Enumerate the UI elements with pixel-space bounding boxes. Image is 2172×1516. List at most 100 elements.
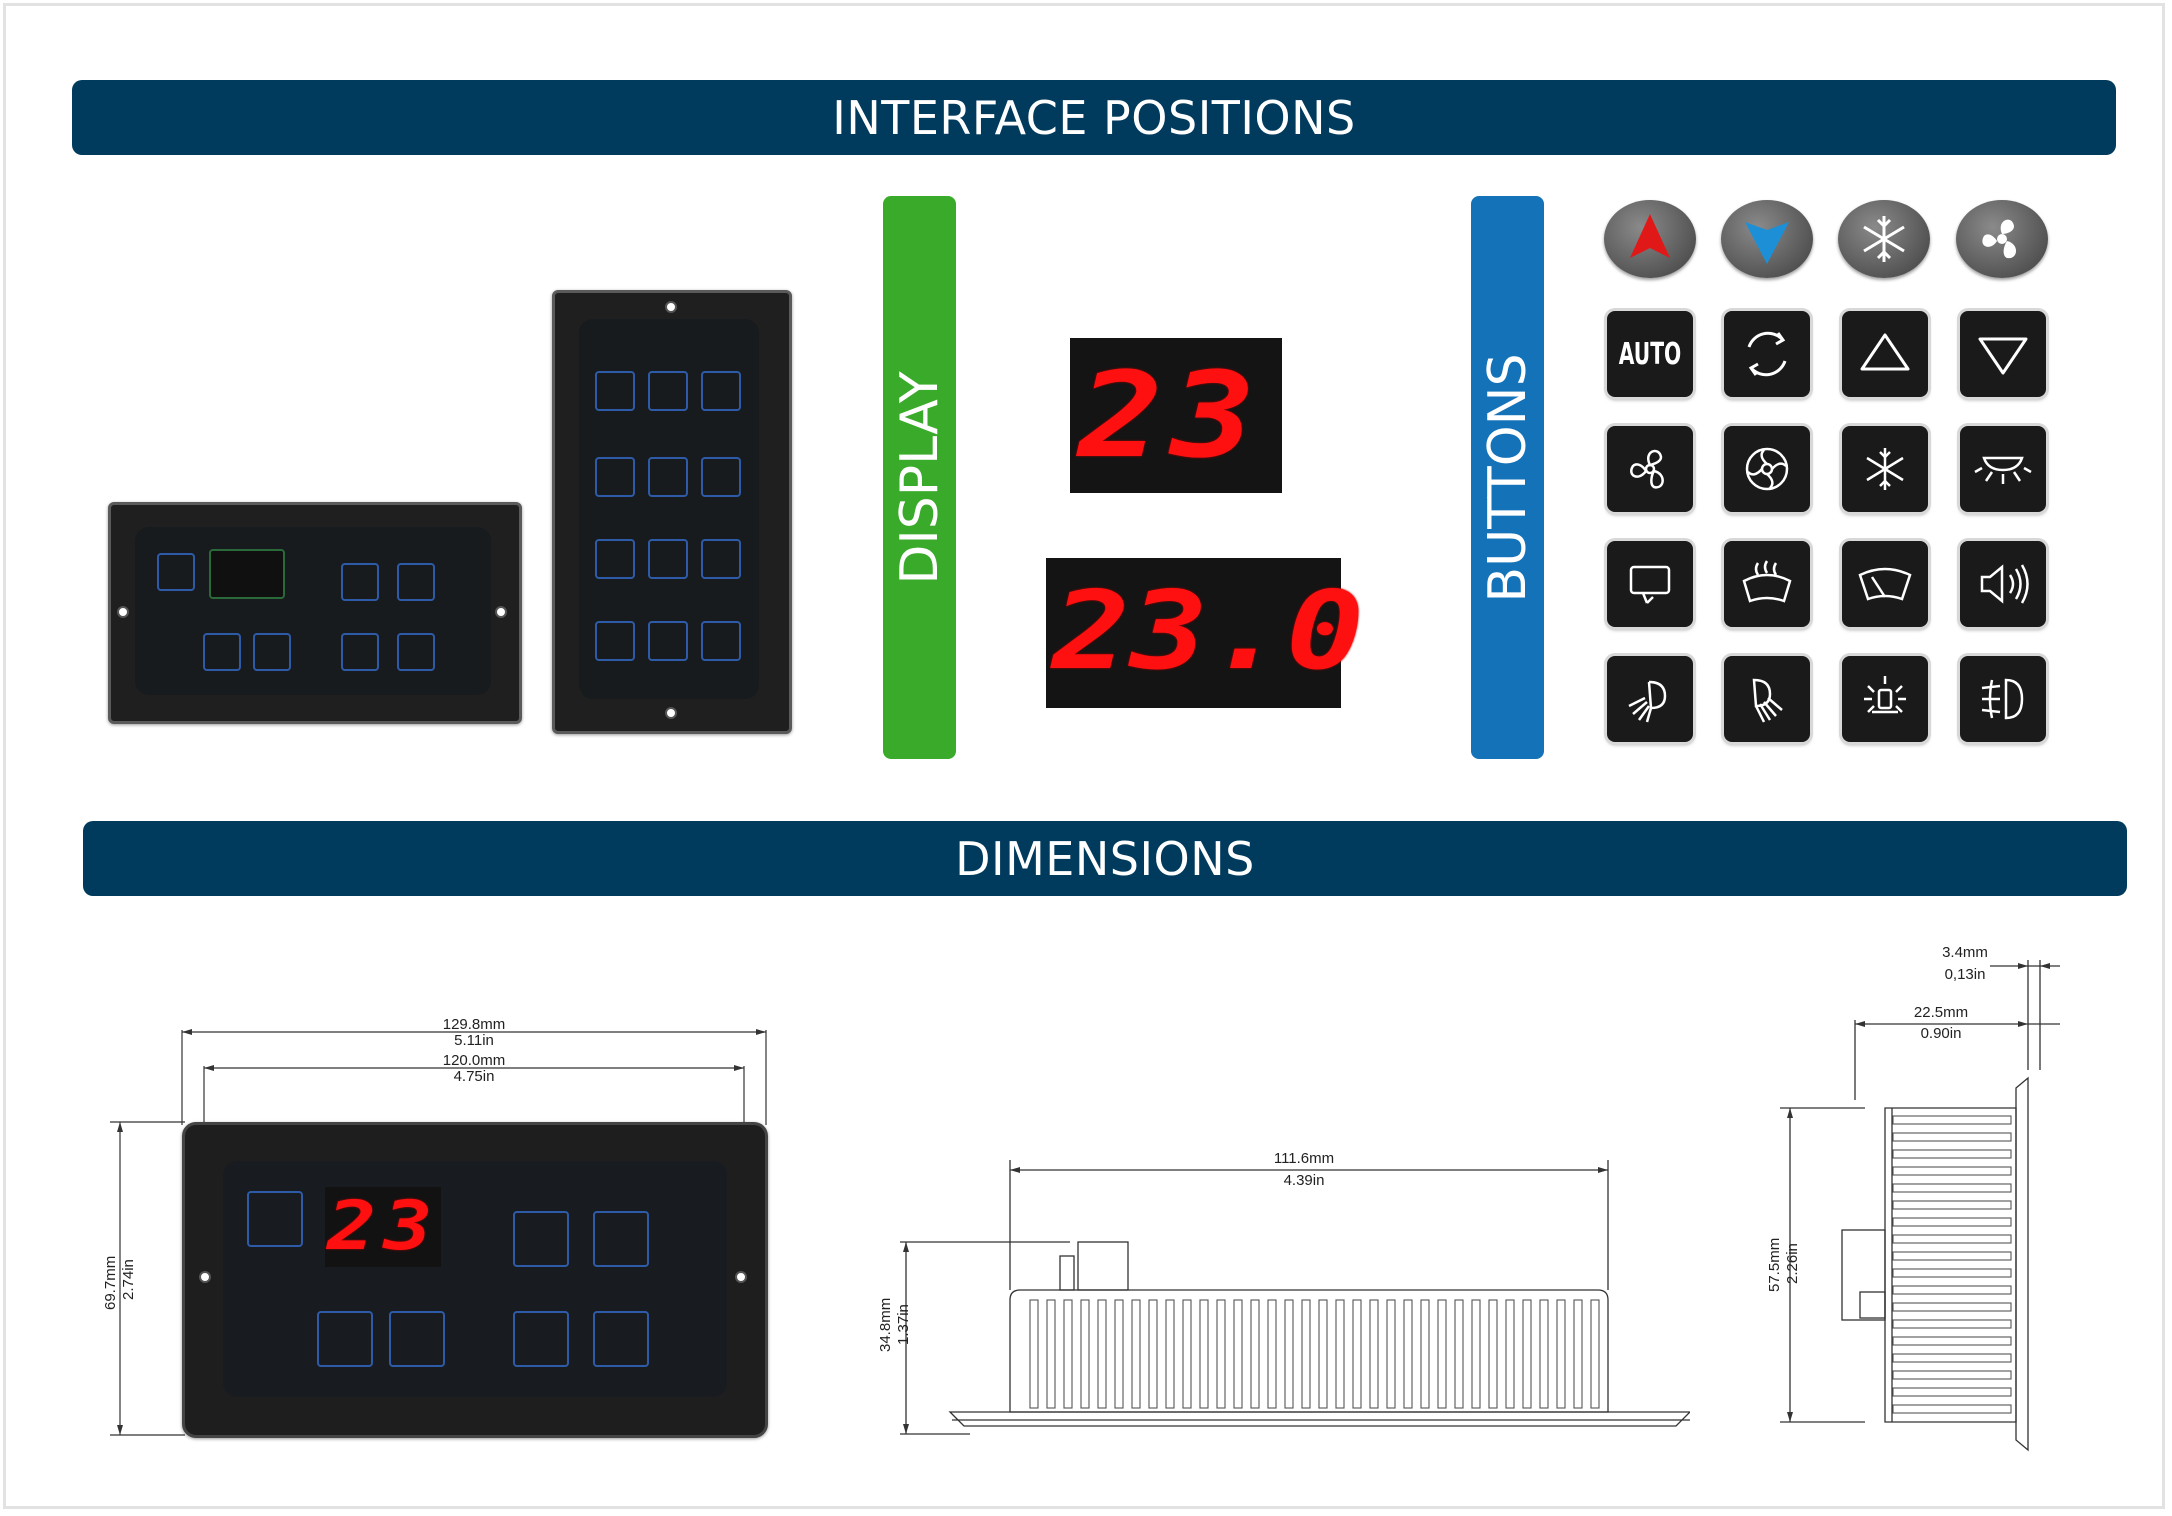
vertical-panel [552,290,792,734]
front-height-in: 2.74in [120,1259,137,1300]
panel-key [253,633,291,671]
housing-rib [1522,1299,1532,1409]
housing-rib [1318,1299,1328,1409]
housing-rib [1892,1404,2012,1414]
housing-rib [1216,1299,1226,1409]
mount-hole-top [665,301,677,313]
depth-mm: 22.5mm [1913,1004,1969,1021]
fan-speed-icon [1607,426,1693,512]
housing-rib [1892,1234,2012,1244]
dimensions-title: DIMENSIONS [955,831,1255,886]
front-width-outer-mm: 129.8mm [442,1016,506,1033]
panel-key [595,621,635,661]
panel-key [513,1311,569,1367]
front-width-inner-mm: 120.0mm [442,1052,506,1069]
panel-key [648,371,688,411]
front-defrost-icon [1724,541,1810,627]
panel-key [593,1311,649,1367]
interface-positions-banner: INTERFACE POSITIONS [72,80,2116,155]
housing-rib [1892,1336,2012,1346]
housing-rib [1046,1299,1056,1409]
panel-key [701,371,741,411]
side-height-mm: 34.8mm [877,1297,894,1352]
housing-rib [1284,1299,1294,1409]
housing-rib [1892,1183,2012,1193]
front-view-dimension-lines [110,1029,767,1436]
display-section-bar: DISPLAY [883,196,956,759]
housing-rib [1892,1319,2012,1329]
triangle-up-icon [1842,311,1928,397]
housing-rib [1386,1299,1396,1409]
ac-icon [1842,426,1928,512]
panel-key [595,539,635,579]
fan-icon [1956,200,2048,278]
housing-rib [1267,1299,1277,1409]
buttons-section-bar: BUTTONS [1471,196,1544,759]
three-digit-readout: 23.0 [1052,569,1365,694]
panel-key [341,563,379,601]
housing-rib [1892,1251,2012,1261]
mount-hole-bottom [665,707,677,719]
housing-rib [1892,1166,2012,1176]
display-section-label: DISPLAY [889,370,950,585]
housing-rib [1454,1299,1464,1409]
front-view-panel: 23 [182,1122,768,1438]
housing-rib [1080,1299,1090,1409]
housing-rib [1114,1299,1124,1409]
panel-key [593,1211,649,1267]
housing-rib [1182,1299,1192,1409]
housing-rib [1892,1268,2012,1278]
panel-key [317,1311,373,1367]
side-length-mm: 111.6mm [1273,1150,1335,1167]
housing-rib [1892,1149,2012,1159]
side-length-in: 4.39in [1283,1172,1325,1189]
panel-key [648,457,688,497]
panel-key [397,563,435,601]
depth-in: 0.90in [1920,1025,1962,1042]
housing-rib [1892,1387,2012,1397]
flange-in: 0,13in [1944,966,1986,983]
panel-key [157,553,195,591]
end-view-outline [1780,960,2060,1452]
housing-rib [1369,1299,1379,1409]
housing-rib [1892,1353,2012,1363]
side-view-outline [900,1160,1690,1435]
two-digit-display: 23 [1070,338,1282,493]
panel-key [701,457,741,497]
front-view-face [223,1161,727,1397]
front-height-mm: 69.7mm [102,1255,119,1310]
panel-key [247,1191,303,1247]
housing-rib [1420,1299,1430,1409]
mount-hole-right [735,1271,747,1283]
flange-mm: 3.4mm [1942,944,1988,961]
housing-rib [1352,1299,1362,1409]
front-width-inner-in: 4.75in [453,1068,495,1085]
mount-hole-left [117,606,129,618]
two-digit-readout: 23 [1078,346,1263,484]
horn-icon [1960,541,2046,627]
housing-rib [1892,1217,2012,1227]
mount-hole-left [199,1271,211,1283]
windshield-wiper-icon [1842,541,1928,627]
panel-key [341,633,379,671]
panel-key [203,633,241,671]
beacon-icon [1842,656,1928,742]
panel-key [701,539,741,579]
side-height-in: 1.37in [895,1304,912,1345]
auto-label: AUTO [1618,336,1682,372]
housing-rib [1437,1299,1447,1409]
vertical-panel-face [579,319,759,699]
page-frame [3,3,2165,1509]
high-beam-icon [1724,656,1810,742]
buttons-section-label: BUTTONS [1477,352,1538,603]
three-digit-display: 23.0 [1046,558,1364,708]
housing-rib [1556,1299,1566,1409]
auto-icon: AUTO [1607,311,1693,397]
arrow-up-icon [1604,200,1696,278]
housing-rib [1505,1299,1515,1409]
front-view-readout: 23 [327,1187,440,1266]
arrow-down-icon [1721,200,1813,278]
panel-key [648,539,688,579]
housing-rib [1199,1299,1209,1409]
housing-rib [1471,1299,1481,1409]
